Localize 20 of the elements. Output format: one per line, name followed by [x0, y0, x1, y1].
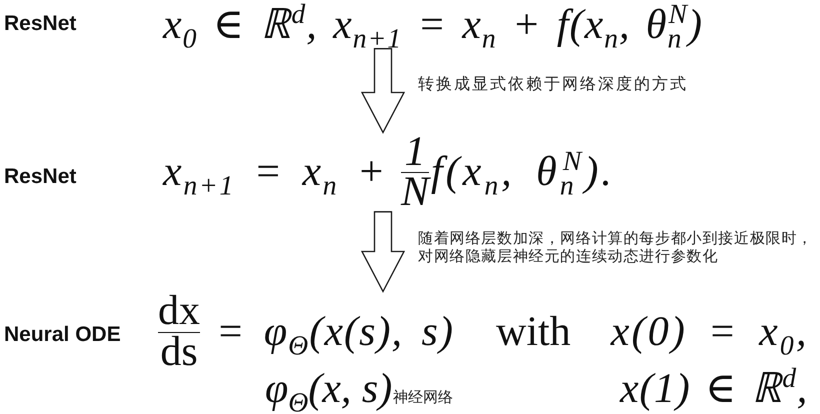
equation: with: [496, 309, 571, 356]
equation: x(0) = x$_{0}$,: [610, 309, 809, 356]
model-label: ResNet: [4, 164, 76, 190]
block-arrow: [360, 211, 406, 293]
model-label: Neural ODE: [4, 322, 121, 348]
equation: x$_{n+1}$ = x$_{n}$ +: [163, 149, 387, 196]
fraction-numerator: 1: [404, 133, 426, 172]
fraction-denominator: ds: [160, 332, 198, 373]
equation: f(x$_{n}$, θ$_{n}$$^{N}$).: [431, 149, 615, 196]
edge-label: 随着网络层数加深，网络计算的每步都小到接近极限时，对网络隐藏层神经元的连续动态进行参数化: [418, 230, 814, 266]
edge-label: 转换成显式依赖于网络深度的方式: [418, 75, 689, 94]
model-label: ResNet: [4, 11, 76, 36]
fraction-numerator: dx: [158, 292, 200, 332]
equation: = φ$_{Θ}$(x(s), s): [216, 309, 454, 356]
equation: x$_{0}$ ∈ ℝ$^{d}$, x$_{n+1}$ = x$_{n}$ + f(x$_{n}$, θ$_{n}$$^{N}$): [163, 2, 704, 48]
equation: φ$_{Θ}$(x, s): [265, 366, 392, 412]
annotation-text: 神经网络: [393, 388, 453, 407]
equation: x(1) ∈ ℝ$^{d}$,: [620, 366, 808, 412]
fraction-denominator: N: [401, 172, 430, 212]
block-arrow: [360, 48, 406, 134]
